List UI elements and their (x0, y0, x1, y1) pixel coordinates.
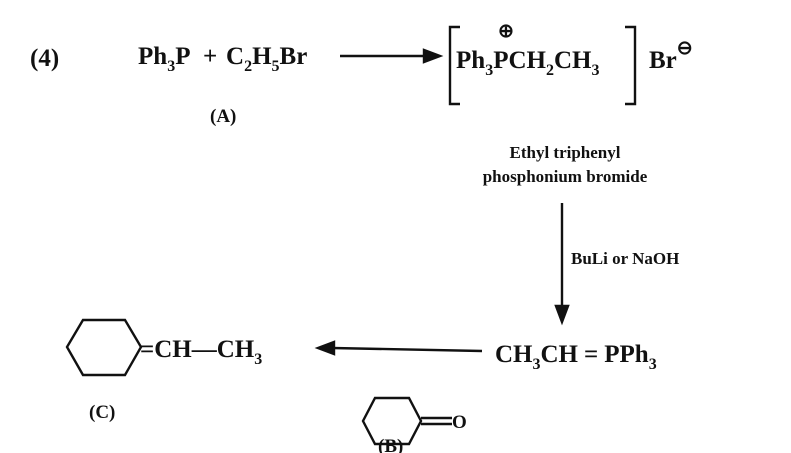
label-A: (A) (210, 106, 236, 127)
product-name-line2: phosphonium bromide (483, 167, 648, 186)
reaction-arrow-3 (314, 340, 483, 356)
ethylidenecyclohexane-ring (65, 318, 143, 377)
product-name-line1: Ethyl triphenyl (510, 143, 621, 162)
reagent-label: BuLi or NaOH (571, 249, 679, 268)
problem-number: (4) (30, 45, 59, 72)
cyclohexanone-structure (361, 396, 452, 446)
reaction-arrow-2 (554, 203, 570, 326)
reactant-triphenylphosphine: Ph3P (138, 43, 190, 75)
ethylidene-chain: =CH—CH3 (140, 336, 262, 368)
reaction-arrow-1 (340, 48, 444, 64)
label-C: (C) (89, 402, 115, 423)
bromide-counter-ion: Br⊖ (649, 38, 693, 74)
ylide: CH3CH=PPh3 (495, 341, 657, 373)
left-bracket (448, 25, 460, 106)
phosphonium-cation: Ph3PCH2CH3 (456, 47, 599, 79)
plus-sign: + (203, 43, 217, 70)
positive-charge: ⊕ (498, 21, 514, 42)
right-bracket (625, 25, 637, 106)
reactant-ethyl-bromide: C2H5Br (226, 43, 307, 75)
ketone-oxygen: O (452, 412, 467, 433)
label-B: (B) (378, 436, 403, 453)
